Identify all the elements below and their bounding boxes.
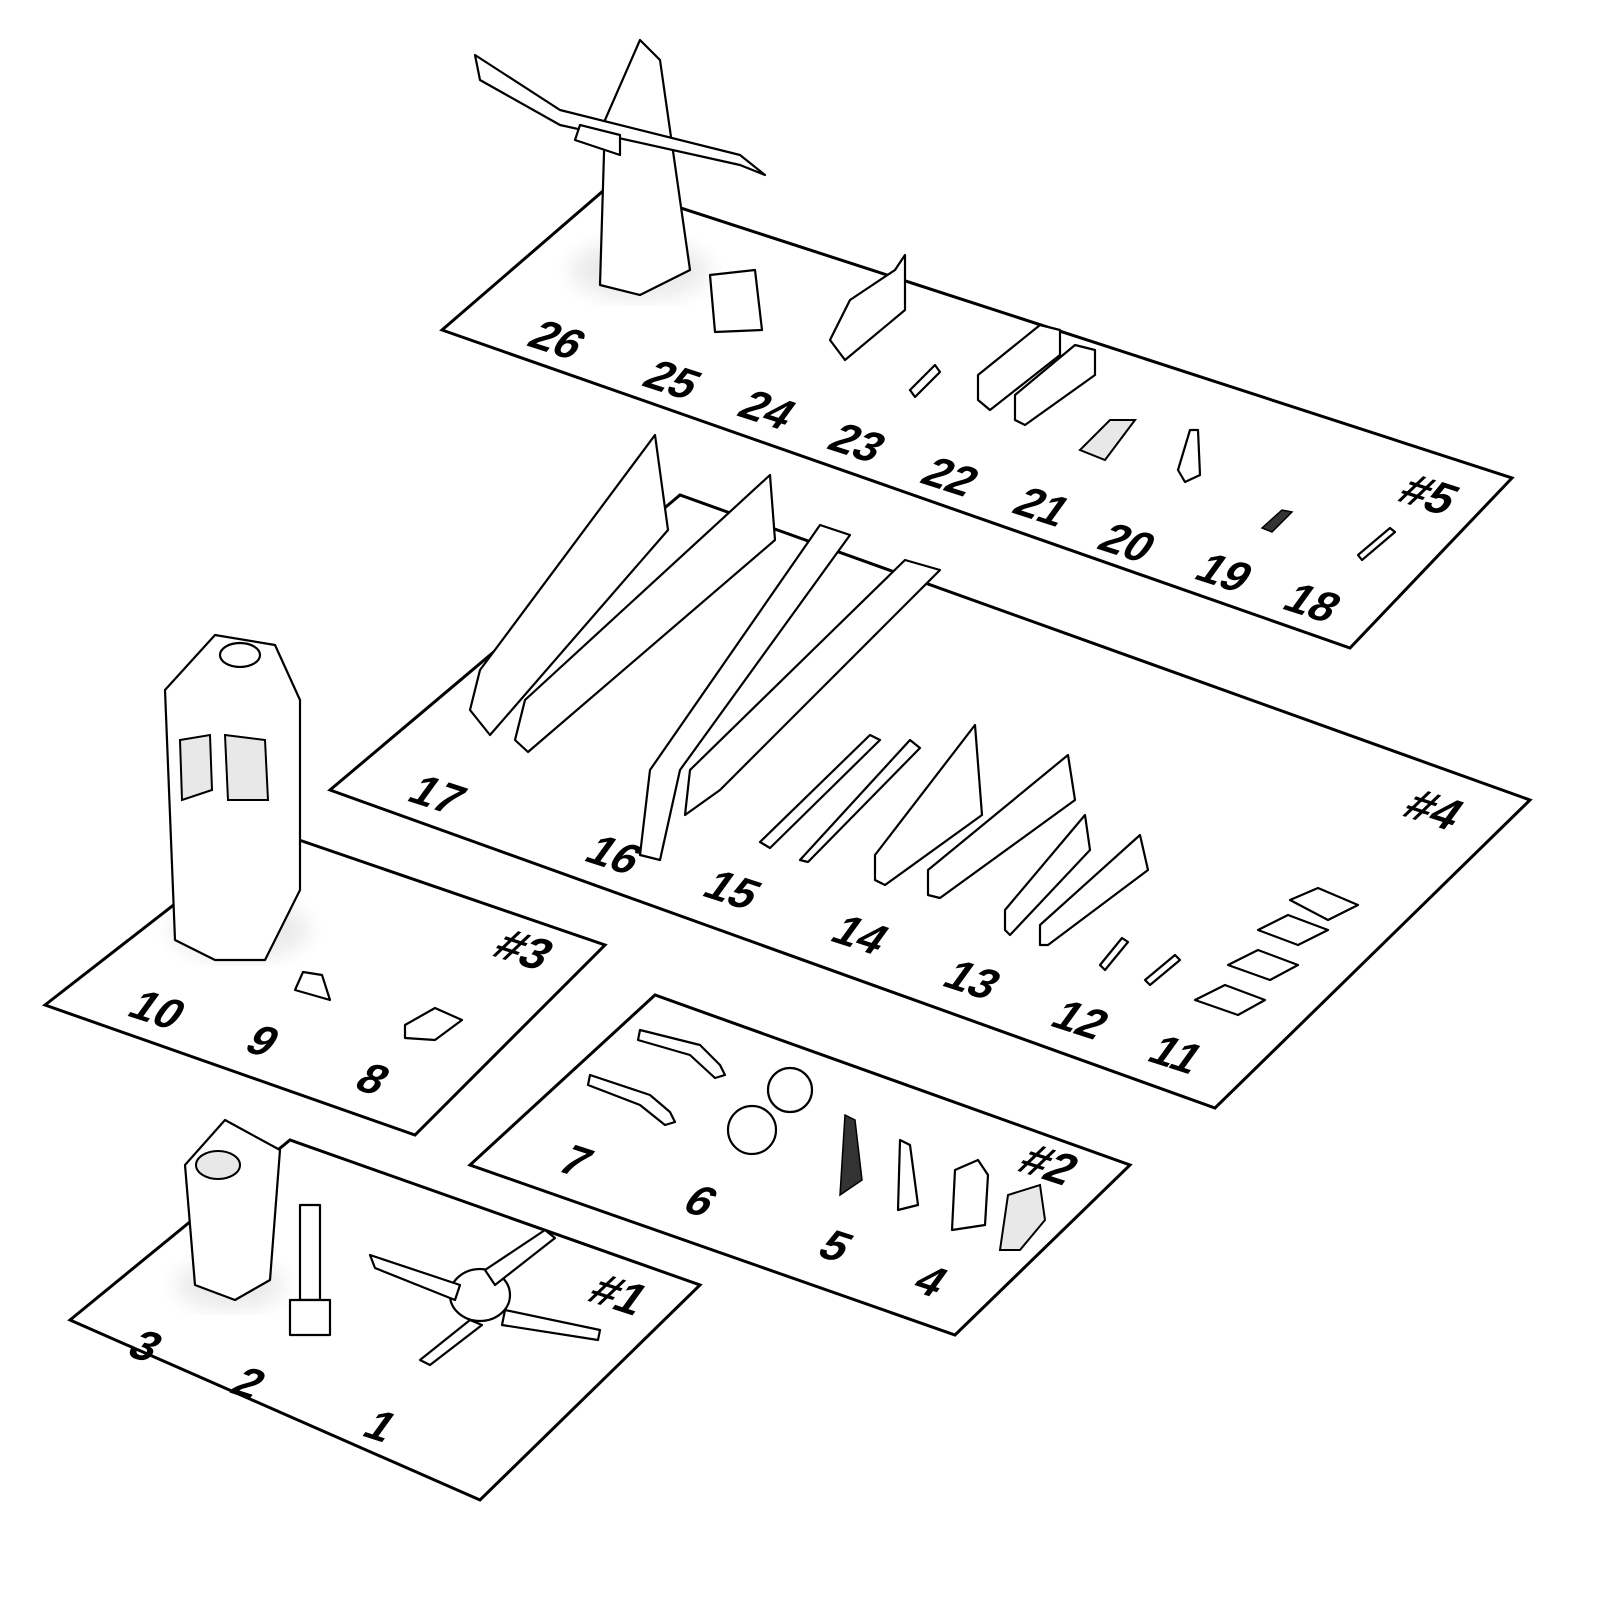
part-25 <box>708 268 764 334</box>
plate-5: 26 25 24 23 22 21 20 19 18 #5 <box>439 38 1515 650</box>
plate-2-base <box>467 993 1133 1337</box>
part-6-wheel-a <box>766 1066 814 1114</box>
part-11a <box>1098 936 1130 972</box>
part-5a <box>839 1113 863 1197</box>
part-2-shaft <box>288 1203 332 1337</box>
part-21 <box>1078 419 1137 462</box>
part-24 <box>828 253 907 362</box>
part-1-propeller <box>368 1228 602 1367</box>
part-10-fuselage <box>163 633 310 962</box>
part-3-cowling <box>175 1118 285 1310</box>
part-5b <box>896 1138 920 1212</box>
part-11e <box>1256 913 1330 947</box>
part-20 <box>1176 428 1202 484</box>
part-15b <box>798 738 922 864</box>
part-11c <box>1193 983 1267 1017</box>
part-13 <box>926 753 1077 900</box>
part-17b <box>513 473 777 754</box>
part-14 <box>873 723 984 887</box>
part-16a <box>638 523 852 862</box>
plate-3: 10 9 8 #3 <box>41 633 608 1137</box>
part-18 <box>1356 526 1397 562</box>
part-9 <box>293 970 332 1002</box>
part-15a <box>758 733 882 850</box>
part-22b <box>1013 343 1097 427</box>
plate-4: 17 16 15 14 13 12 11 #4 <box>327 433 1533 1110</box>
part-4b <box>998 1183 1047 1251</box>
part-11b <box>1143 953 1182 987</box>
plate-2: 7 6 5 4 #2 <box>467 993 1133 1337</box>
part-26-tail-fuselage <box>473 38 767 300</box>
part-7a <box>636 1028 727 1080</box>
part-11f <box>1288 886 1360 922</box>
part-23 <box>908 363 942 399</box>
part-11d <box>1226 948 1300 982</box>
part-22a <box>976 323 1062 412</box>
part-12a <box>1003 813 1092 937</box>
part-12b <box>1038 833 1150 947</box>
part-8 <box>403 1006 464 1042</box>
part-7b <box>586 1073 677 1127</box>
part-4a <box>950 1158 990 1232</box>
part-6-wheel-b <box>726 1104 778 1156</box>
part-16b <box>683 558 942 817</box>
part-19 <box>1260 509 1294 533</box>
plate-1: 3 2 1 #1 <box>67 1118 703 1502</box>
part-17a <box>468 433 670 737</box>
plate-5-base <box>439 183 1515 650</box>
